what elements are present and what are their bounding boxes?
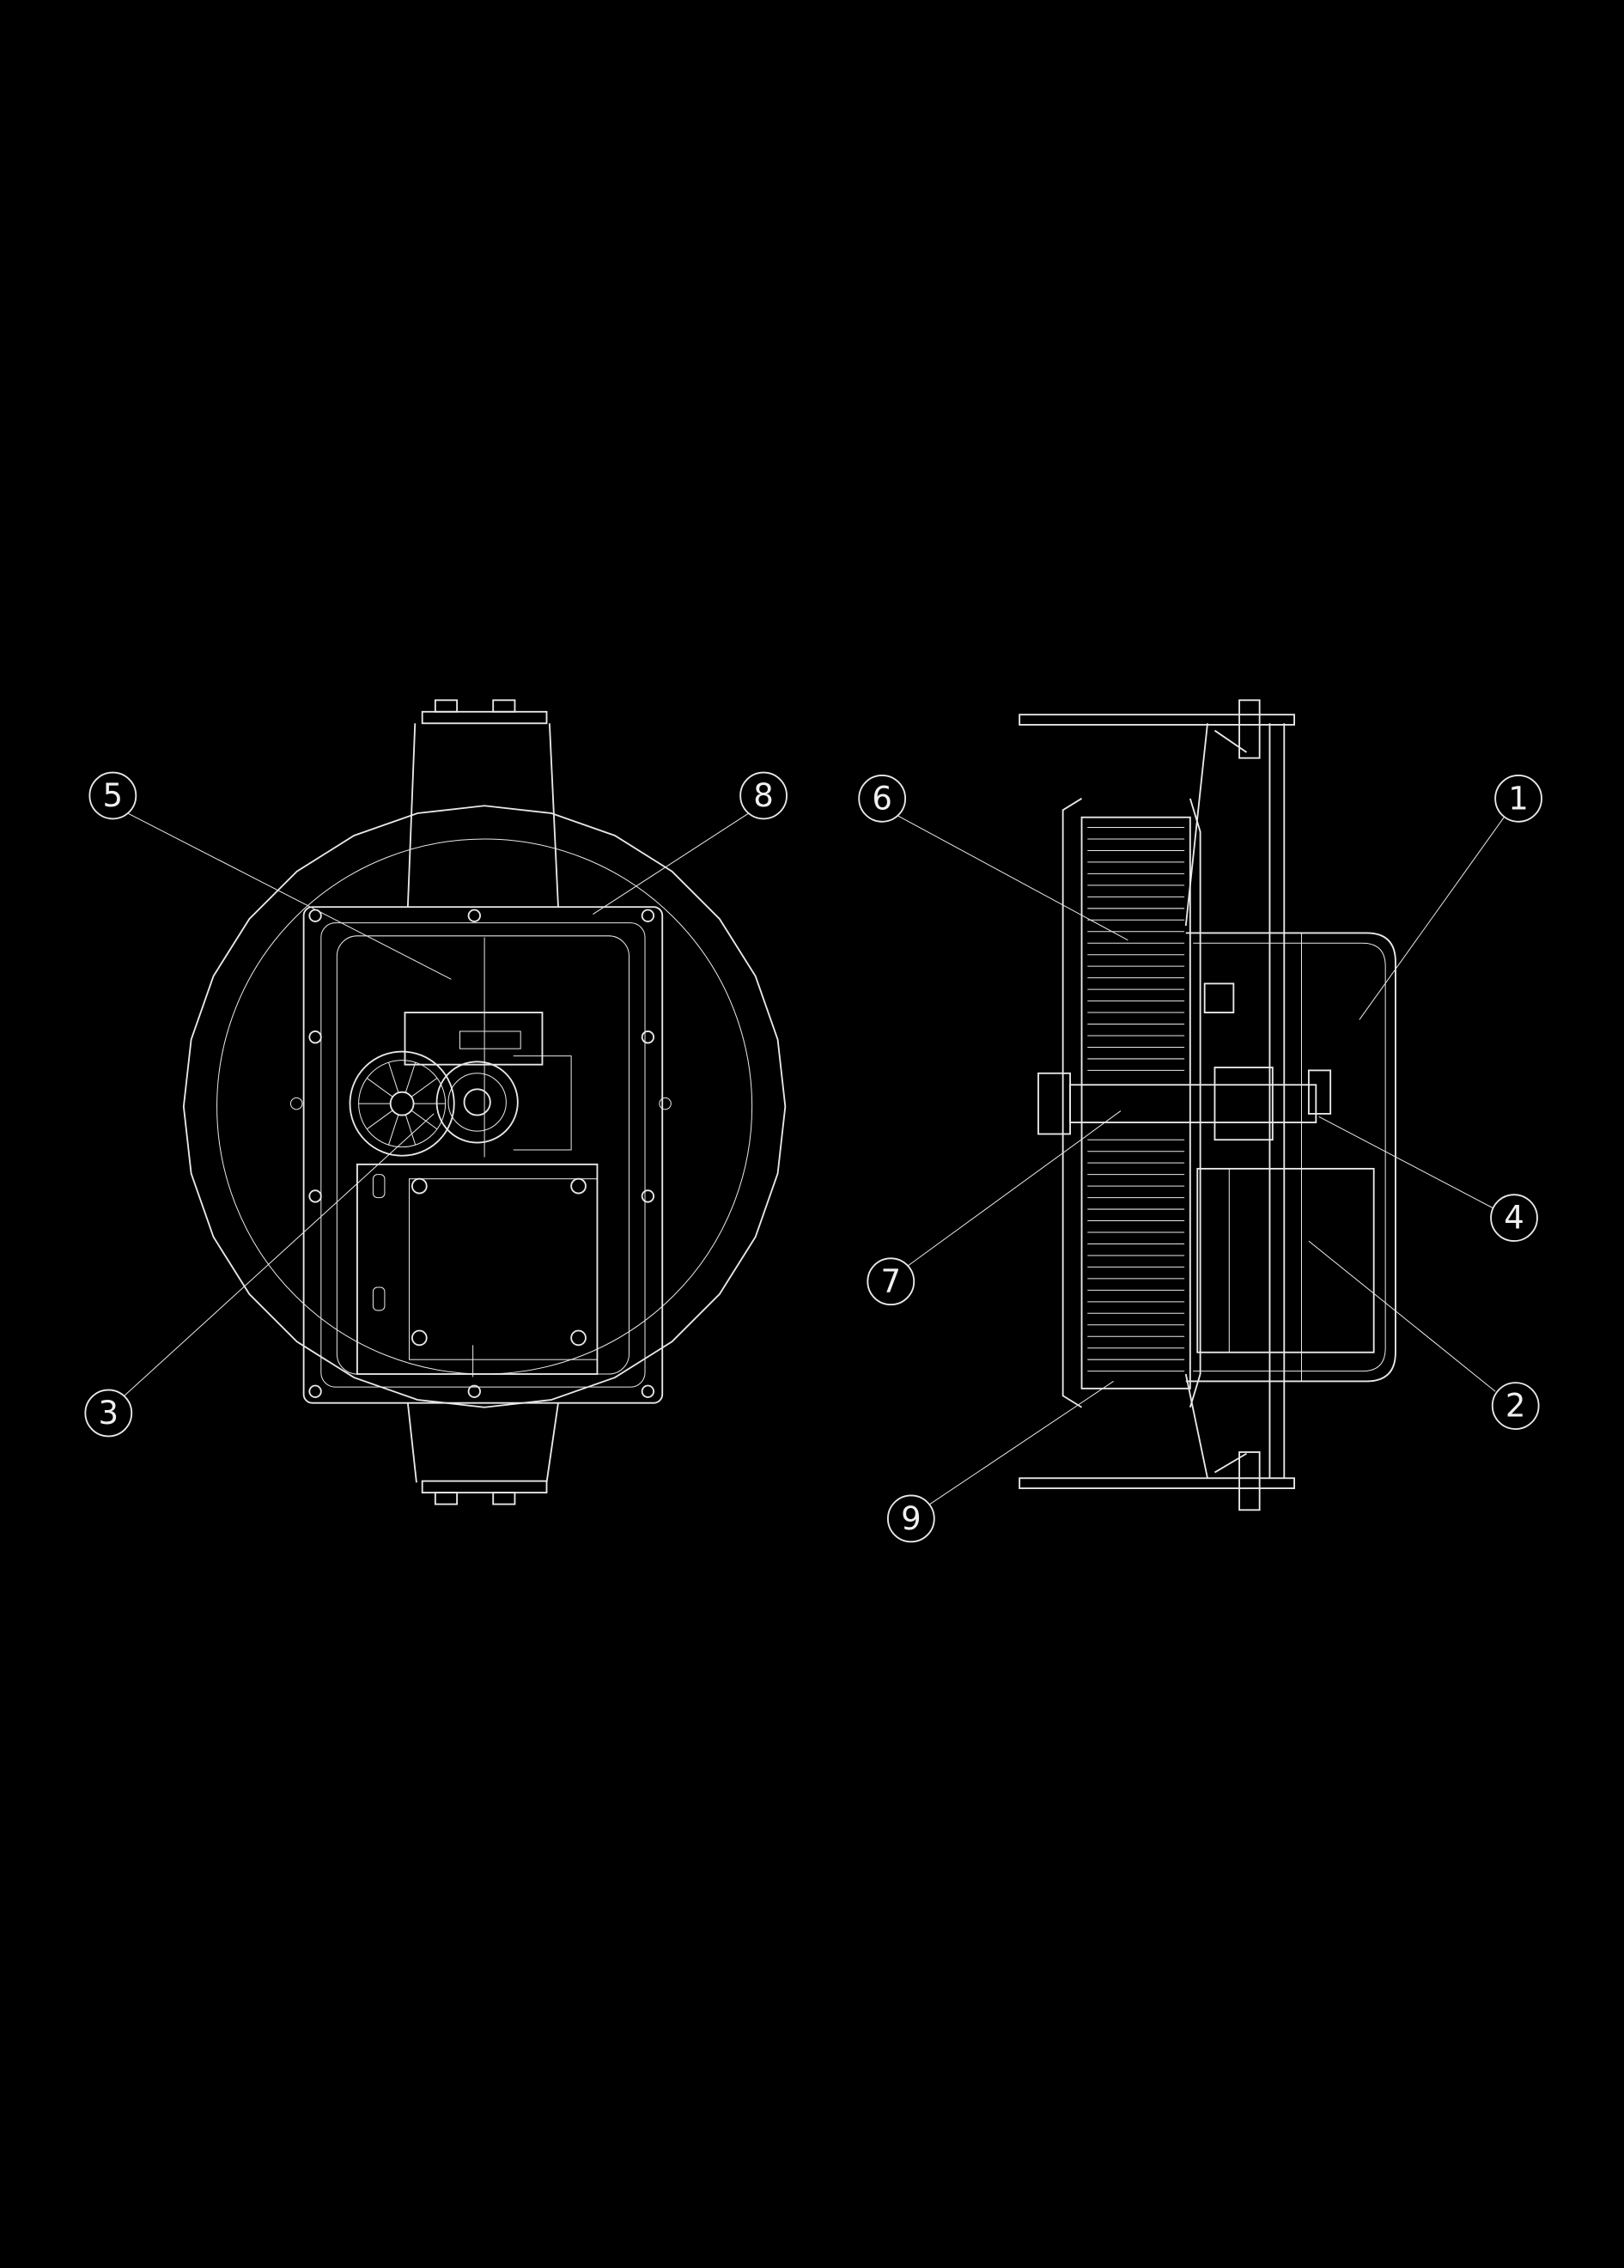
drum-rim-right <box>1189 798 1201 1408</box>
callout-5: 5 <box>88 771 452 980</box>
slot <box>372 1174 386 1199</box>
callout-label: 7 <box>880 1263 901 1300</box>
ratchet-wheel <box>349 1050 455 1157</box>
lower-compartment <box>356 1163 599 1375</box>
callout-label: 5 <box>103 777 124 814</box>
bottom-flange <box>1019 1477 1296 1489</box>
ratchet-spoke <box>404 1061 417 1093</box>
top-neck <box>406 723 559 908</box>
outer-reel-rim <box>182 805 787 1408</box>
ratchet-spoke <box>366 1110 393 1130</box>
housing-bolt <box>641 1384 655 1398</box>
motor-inner <box>1228 1168 1375 1353</box>
ratchet-spoke <box>411 1078 438 1098</box>
front-view <box>182 699 787 1505</box>
top-bolt <box>434 699 459 713</box>
ratchet-spoke <box>388 1061 399 1093</box>
drive-gear <box>435 1061 519 1144</box>
screw <box>570 1329 587 1347</box>
shaft-nut <box>1307 1069 1332 1115</box>
callout-9: 9 <box>886 1381 1114 1543</box>
callout-label: 2 <box>1505 1388 1526 1425</box>
flange-bolt <box>1238 699 1261 759</box>
callouts: 5 8 3 6 1 4 7 2 9 <box>84 771 1542 1543</box>
mount-hole-right <box>659 1097 672 1110</box>
bottom-plate <box>421 1480 548 1494</box>
callout-3: 3 <box>84 1113 435 1438</box>
callout-6: 6 <box>858 774 1128 941</box>
bracket-bottom <box>1184 1373 1247 1479</box>
callout-label: 4 <box>1504 1200 1524 1237</box>
callout-4: 4 <box>1318 1116 1538 1243</box>
flange-bolt <box>1238 1451 1261 1511</box>
callout-label: 9 <box>901 1500 921 1537</box>
slot <box>372 1286 386 1311</box>
housing-bolt <box>641 909 655 922</box>
top-plate <box>421 710 548 725</box>
bracket-knob <box>1203 982 1235 1013</box>
housing-bolt <box>308 1031 322 1044</box>
bracket-top <box>1184 723 1248 927</box>
gear-plate <box>513 1055 572 1151</box>
screw <box>411 1177 428 1195</box>
drive-gear-inner <box>447 1073 507 1132</box>
mount-hole-left <box>289 1097 303 1110</box>
drum-fins <box>1087 827 1185 1372</box>
bottom-bolt <box>434 1492 459 1505</box>
housing-bolts <box>308 909 655 1398</box>
lower-inner <box>409 1178 598 1360</box>
drive-gear-hub <box>463 1088 491 1116</box>
housing-inner <box>320 922 646 1388</box>
callout-label: 8 <box>753 777 774 814</box>
callout-label: 1 <box>1508 780 1529 817</box>
callout-label: 3 <box>99 1395 119 1432</box>
callout-2: 2 <box>1308 1240 1540 1430</box>
drum-rim-left <box>1061 798 1083 1408</box>
rear-housing <box>1185 932 1396 1383</box>
rear-housing-inner <box>1193 942 1386 1372</box>
drum-core <box>1080 816 1191 1389</box>
housing-bolt <box>641 1031 655 1044</box>
housing-bolt <box>467 1384 481 1398</box>
bearing <box>1213 1067 1274 1141</box>
housing-bolt <box>308 1384 322 1398</box>
bottom-neck <box>406 1402 559 1483</box>
screw <box>411 1329 428 1347</box>
counter-window <box>404 1012 544 1066</box>
motor-box <box>1196 1167 1375 1353</box>
bottom-bolt <box>492 1492 516 1505</box>
housing-bolt <box>641 1189 655 1203</box>
top-bolt <box>492 699 516 713</box>
callout-1: 1 <box>1359 774 1542 1020</box>
housing-bolt <box>308 1189 322 1203</box>
callout-8: 8 <box>593 771 788 915</box>
ratchet-spoke <box>388 1114 399 1146</box>
top-flange <box>1019 714 1296 726</box>
shaft-end <box>1037 1072 1071 1135</box>
ratchet-hub <box>389 1091 415 1116</box>
screw <box>570 1177 587 1195</box>
ratchet-spoke <box>411 1110 438 1130</box>
shaft <box>1069 1084 1317 1123</box>
ratchet-spokes <box>358 1061 446 1146</box>
callout-7: 7 <box>867 1110 1122 1306</box>
housing-bolt <box>467 909 481 922</box>
callout-label: 6 <box>872 780 892 817</box>
side-section-view <box>1019 699 1396 1511</box>
ratchet-spoke <box>366 1078 393 1098</box>
ratchet-spoke <box>404 1114 417 1146</box>
housing-cover <box>302 906 664 1404</box>
counter-inner <box>459 1031 521 1049</box>
housing-gasket <box>336 935 630 1375</box>
